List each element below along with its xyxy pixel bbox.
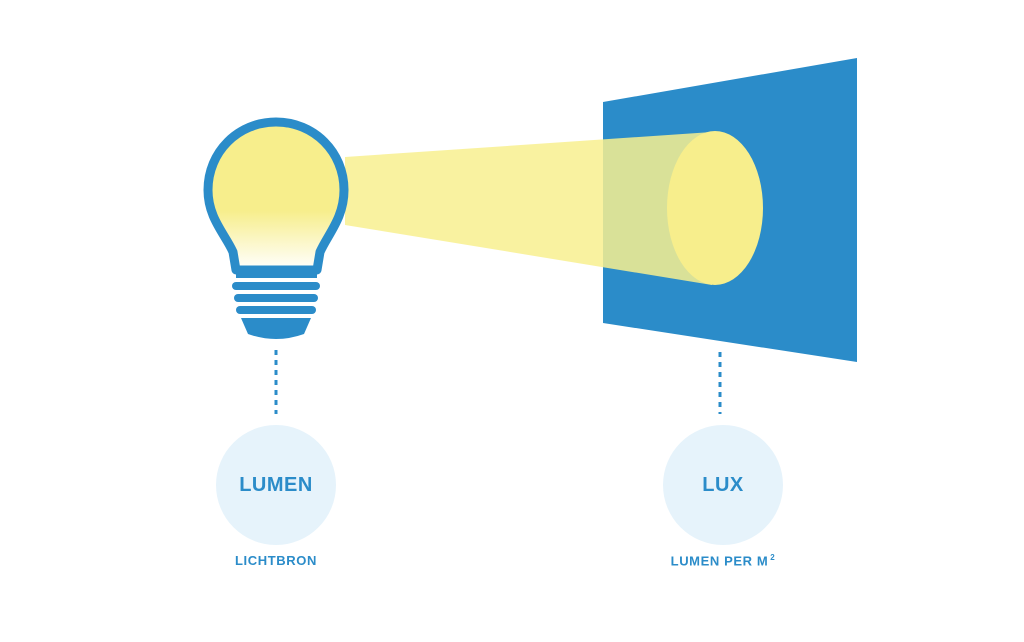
lumen-circle: LUMEN	[216, 425, 336, 545]
lumen-caption-text: LICHTBRON	[235, 553, 317, 568]
light-spot	[667, 131, 763, 285]
lightbulb-icon	[203, 117, 349, 339]
lumen-label: LUMEN	[239, 473, 313, 496]
lux-caption-superscript: 2	[770, 553, 776, 562]
lux-label: LUX	[702, 473, 744, 496]
lux-caption-text: LUMEN PER M	[670, 553, 769, 569]
lux-circle: LUX	[663, 425, 783, 545]
light-beam	[345, 132, 712, 285]
lumen-caption: LICHTBRON	[200, 553, 352, 568]
